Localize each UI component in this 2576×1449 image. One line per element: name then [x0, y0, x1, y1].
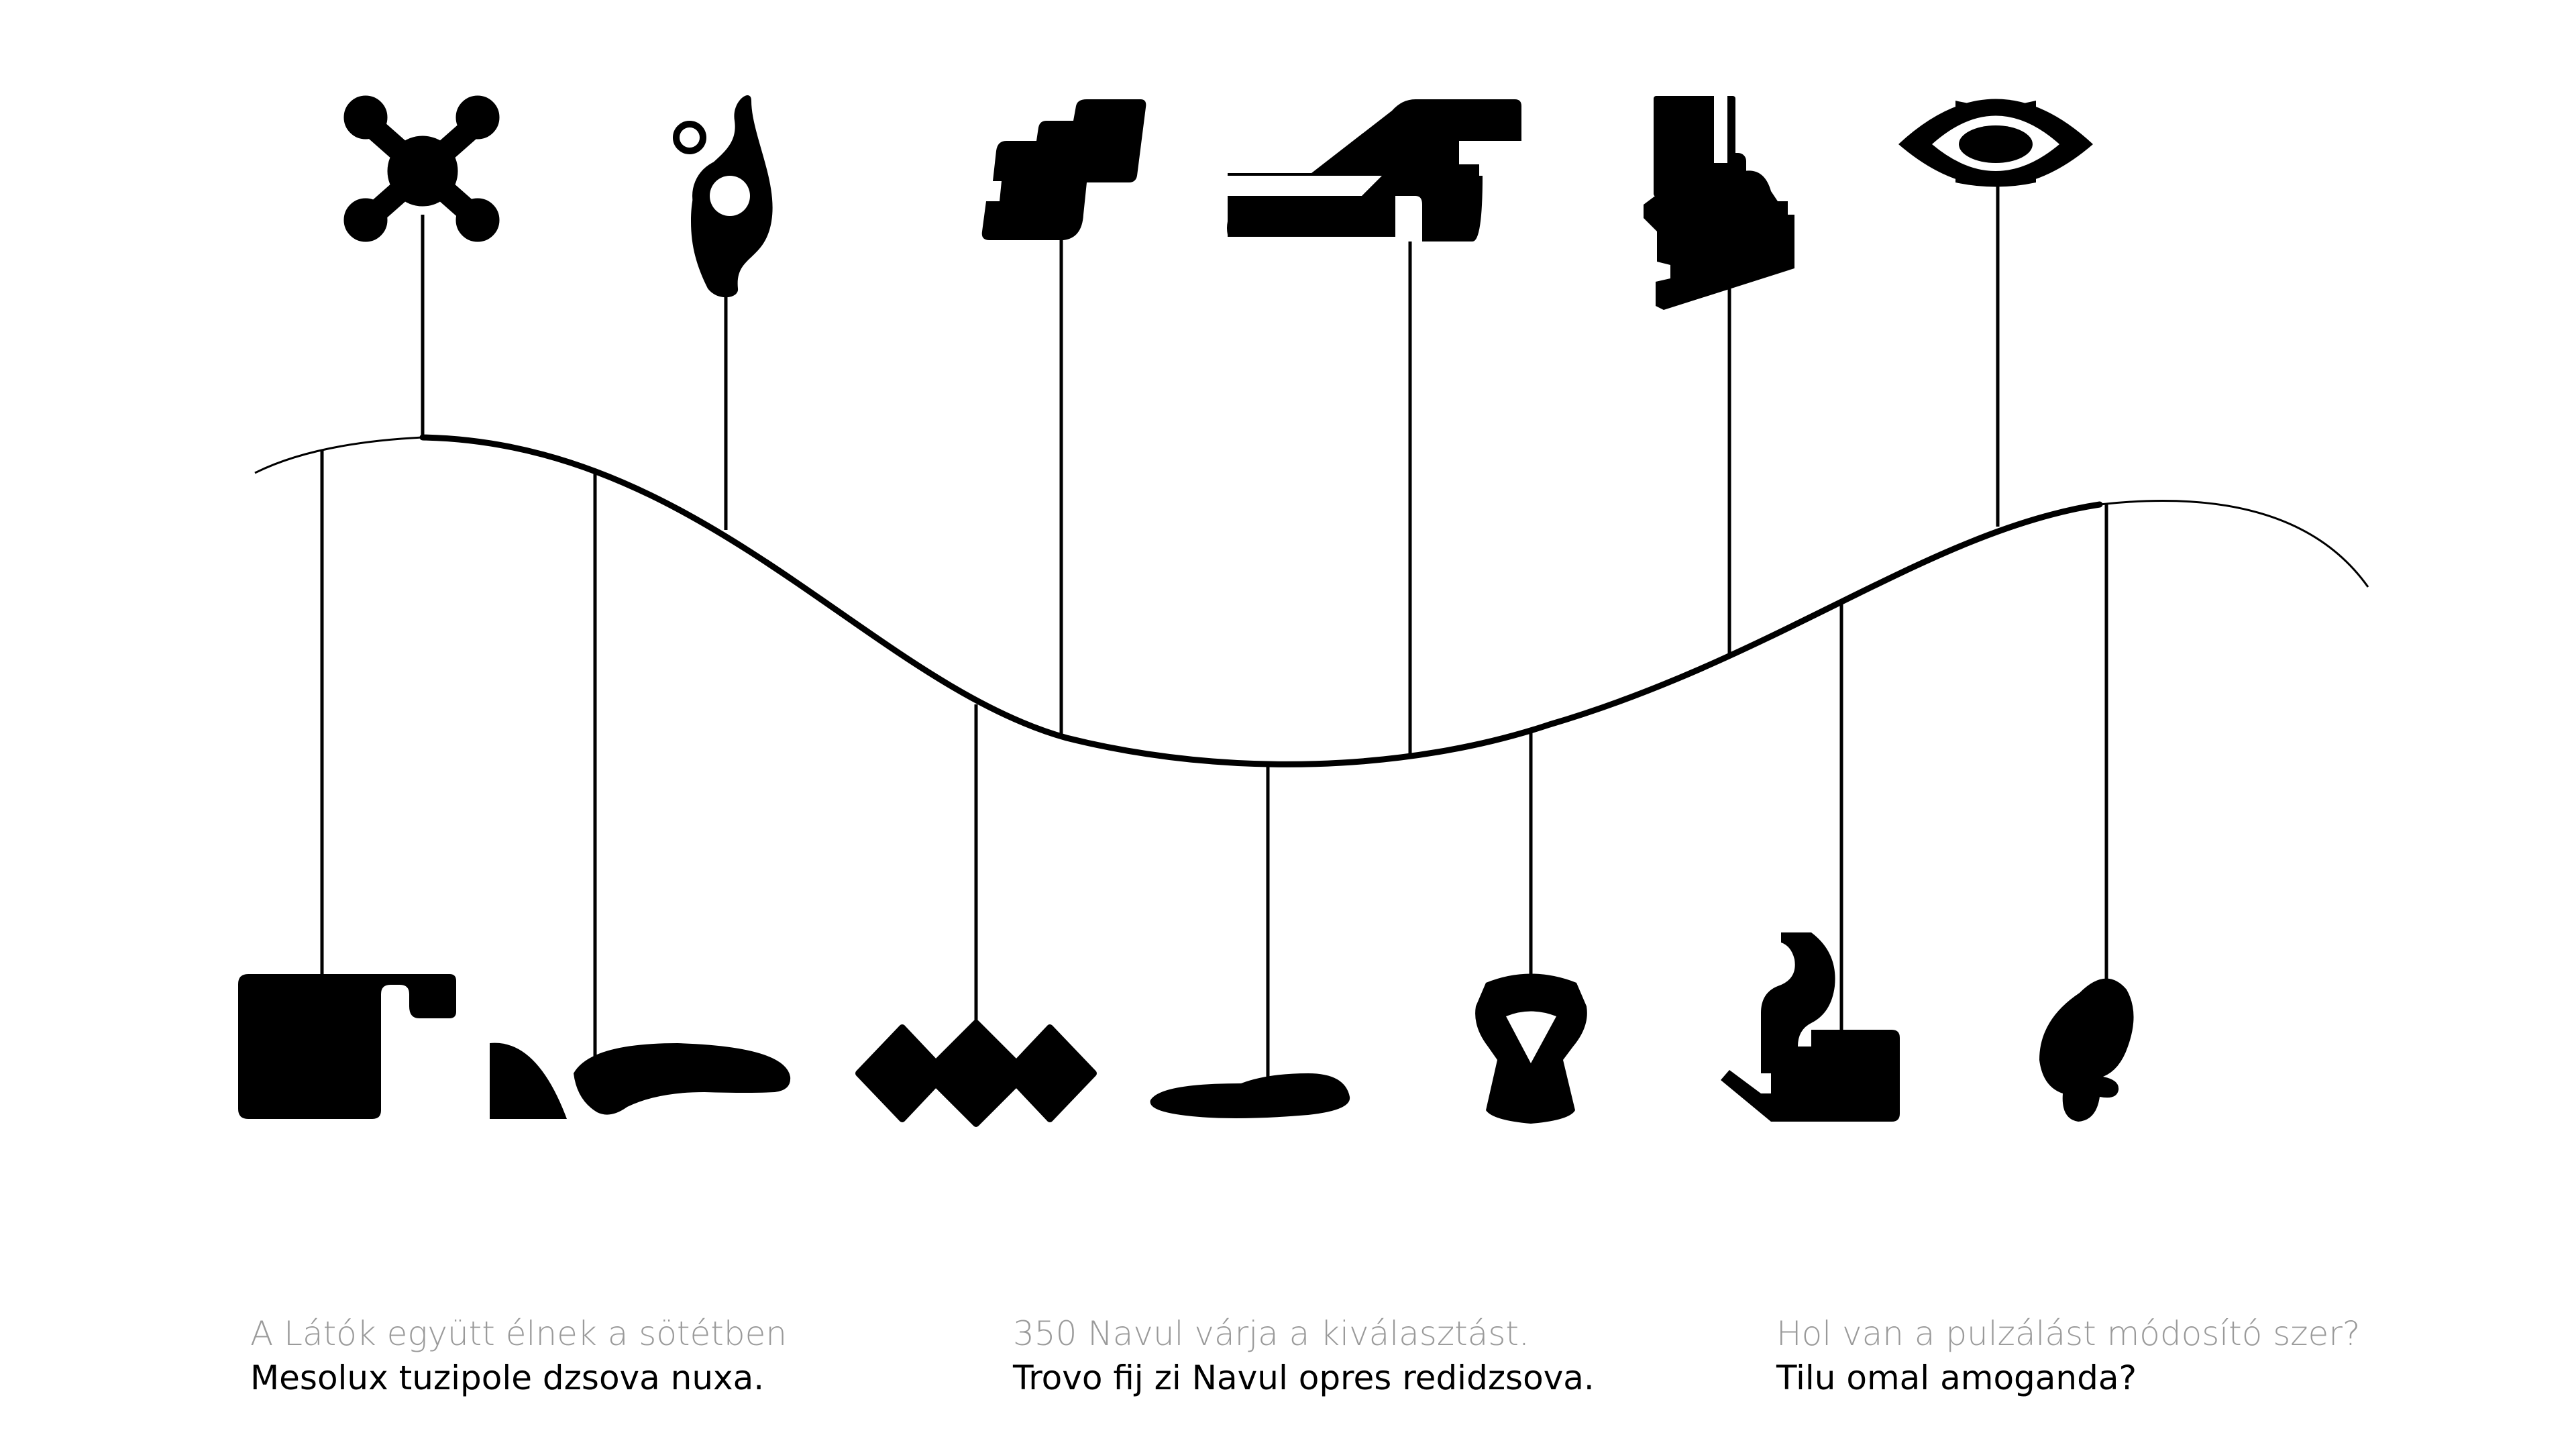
wave-tail-left [254, 436, 423, 474]
caption-1-subtitle: A Látók együtt élnek a sötétben [250, 1314, 788, 1353]
dome-and-oval-glyph-icon [490, 1042, 791, 1119]
puddle-glyph-icon [1150, 1073, 1350, 1118]
wave-curve [419, 434, 2103, 767]
eye-glyph-icon [1898, 99, 2093, 187]
square-block-glyph-icon [238, 974, 456, 1119]
caption-2: 350 Navul várja a kiválasztást. Trovo fi… [1013, 1311, 1751, 1400]
caption-1: A Látók együtt élnek a sötétben Mesolux … [250, 1311, 988, 1400]
caption-3-subtitle: Hol van a pulzálást módosító szer? [1776, 1314, 2361, 1353]
seated-figure-glyph-icon [1721, 932, 1900, 1122]
leaf-drop-glyph-icon [2039, 978, 2134, 1122]
bottom-connectors [320, 451, 2108, 1083]
caption-1-title: Mesolux tuzipole dzsova nuxa. [250, 1358, 765, 1397]
top-connectors [421, 181, 2000, 755]
caption-2-title: Trovo fij zi Navul opres redidzsova. [1013, 1358, 1595, 1397]
wave-tail-right [2099, 500, 2369, 588]
hand-block-glyph-icon [1644, 96, 1794, 310]
ramp-glyph-icon [1227, 99, 1521, 241]
ring-hook-glyph-icon [673, 95, 773, 298]
zigzag-diamonds-glyph-icon [855, 1020, 1097, 1127]
caption-2-subtitle: 350 Navul várja a kiválasztást. [1013, 1314, 1529, 1353]
caption-3-title: Tilu omal amoganda? [1776, 1358, 2137, 1397]
stepped-block-glyph-icon [981, 99, 1146, 240]
torso-glyph-icon [1475, 973, 1587, 1124]
caption-3: Hol van a pulzálást módosító szer? Tilu … [1776, 1311, 2514, 1400]
x-cross-glyph-icon [343, 95, 500, 242]
